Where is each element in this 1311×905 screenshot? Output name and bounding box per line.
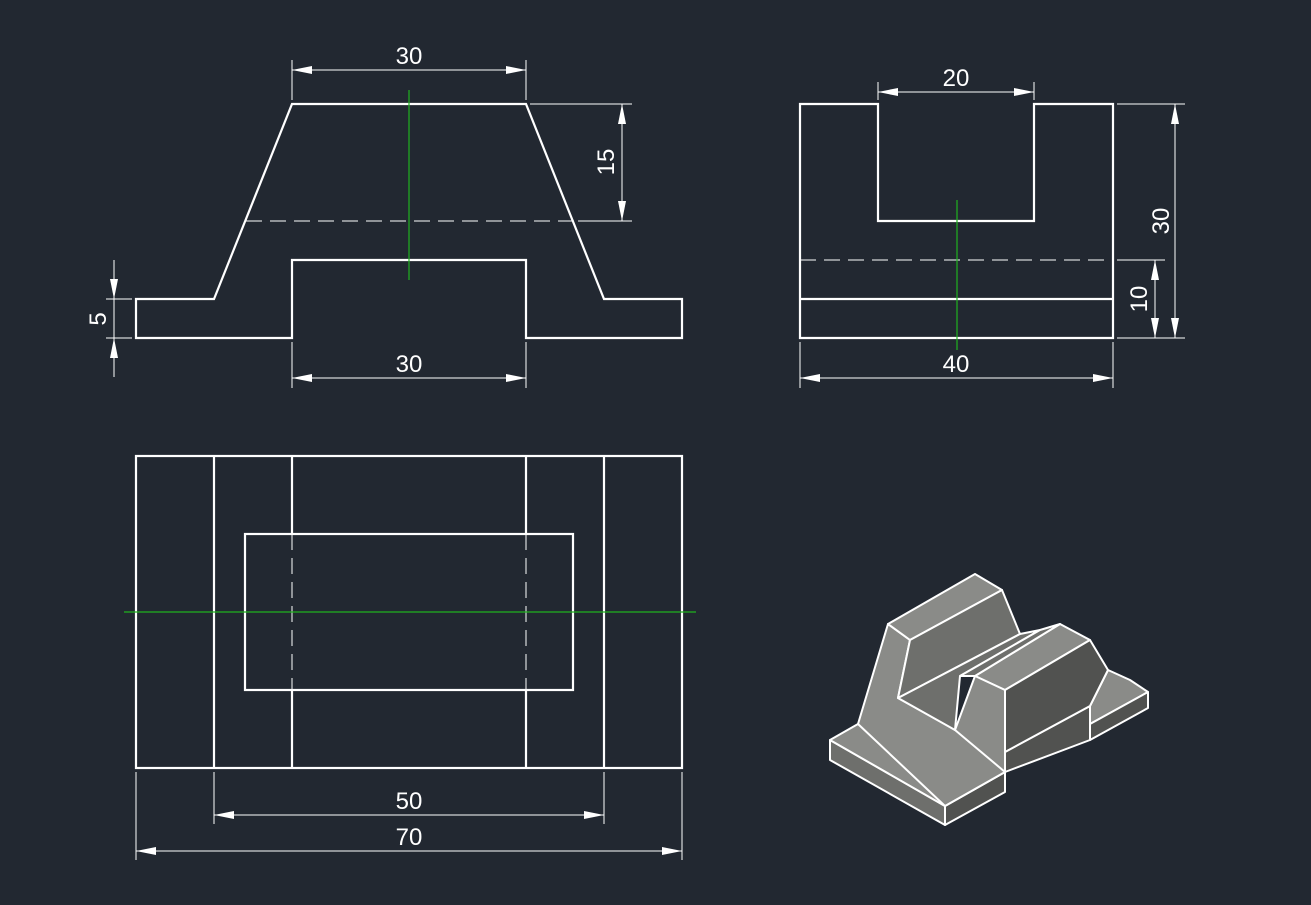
front-dim-trapezoid-height: 15 — [530, 103, 632, 222]
side-dim-slot-width: 20 — [877, 65, 1035, 100]
top-dim-inner-width: 50 — [213, 772, 605, 824]
front-dim-base-thickness-label: 5 — [85, 312, 112, 325]
front-dim-slot-width: 30 — [291, 342, 527, 388]
front-view-outline — [134, 102, 684, 340]
side-dim-slot-width-label: 20 — [943, 65, 970, 92]
front-dim-top-width-label: 30 — [396, 43, 423, 70]
top-dim-total-width-label: 70 — [396, 824, 423, 851]
front-dim-slot-width-label: 30 — [396, 351, 423, 378]
iso-groove-ridge — [959, 623, 1061, 677]
side-dim-base-height-label: 10 — [1126, 286, 1153, 313]
side-dim-base-height: 10 — [1117, 259, 1165, 338]
top-view: 50 70 — [124, 454, 696, 860]
front-dim-top-width: 30 — [291, 43, 527, 100]
side-dim-total-width-label: 40 — [943, 351, 970, 378]
top-dim-total-width: 70 — [135, 772, 683, 860]
front-view: 30 15 5 30 — [85, 43, 684, 388]
side-view-outline — [798, 102, 1115, 340]
side-dim-total-height-label: 30 — [1148, 208, 1175, 235]
isometric-view — [829, 573, 1149, 826]
side-view: 20 30 10 40 — [798, 65, 1185, 388]
front-dim-base-thickness: 5 — [85, 260, 132, 377]
side-dim-total-width: 40 — [799, 342, 1114, 388]
side-dim-total-height: 30 — [1117, 103, 1185, 339]
top-dim-inner-width-label: 50 — [396, 788, 423, 815]
front-dim-trapezoid-height-label: 15 — [593, 149, 620, 176]
iso-right-block-right — [1004, 639, 1109, 753]
